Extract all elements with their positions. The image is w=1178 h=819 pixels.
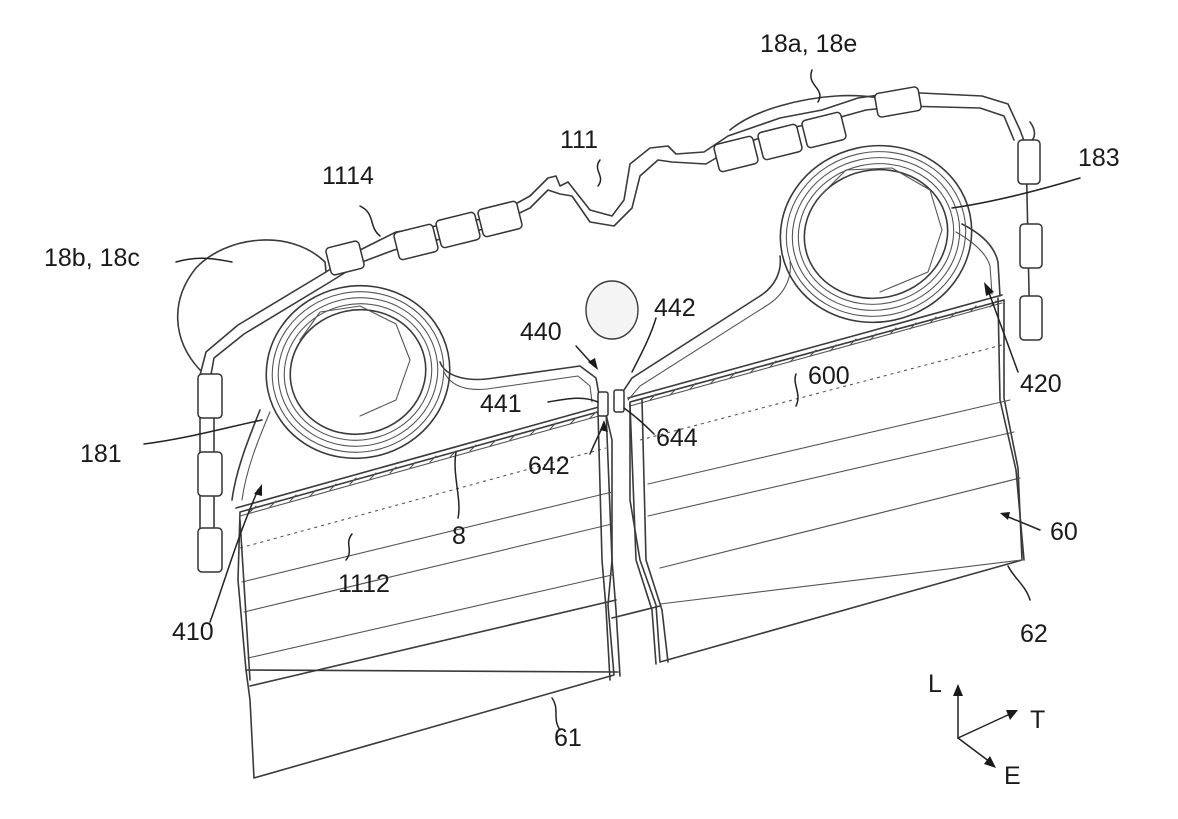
label-442: 442 [654,294,696,322]
axis-E-arrow [984,756,996,768]
component-1114 [325,240,365,275]
label-8: 8 [452,522,466,550]
component-a [393,224,439,261]
arrow-440 [588,358,598,370]
crease-4-right [660,560,1022,604]
leader-1114 [360,206,380,236]
crease-1-right [648,400,1010,484]
bottom-61-top [246,670,618,672]
label-441: 441 [480,390,522,418]
leader-183 [952,178,1080,208]
leader-644 [624,408,654,434]
component-l2 [198,452,222,496]
arrow-410 [254,484,262,496]
component-r3 [1020,296,1042,340]
label-410: 410 [172,618,214,646]
left-coil-hex [300,306,410,416]
crease-3-right [660,478,1020,568]
label-60: 60 [1050,518,1078,546]
crease-4-left [250,600,616,686]
label-420: 420 [1020,370,1062,398]
component-g [874,86,921,117]
label-111: 111 [560,126,598,154]
leader-420 [988,290,1018,372]
right-panel-outline [630,300,1022,662]
lower-panel [236,295,1024,778]
label-181: 181 [80,440,122,468]
axis-indicator: L T E [928,670,1045,790]
leaders [144,70,1080,730]
leader-442 [632,318,656,372]
label-600: 600 [808,362,850,390]
axis-L-label: L [928,670,942,698]
label-642: 642 [528,452,570,480]
component-f [801,112,847,149]
left-lobe [178,240,326,370]
label-61: 61 [554,724,582,752]
notch-441 [598,392,608,416]
label-644: 644 [656,424,698,452]
component-r2 [1020,224,1042,268]
right-bus-cap [1030,122,1035,142]
crease-3-left [248,575,612,658]
component-b [435,212,481,249]
right-trace-inner [628,262,790,400]
component-l3 [198,528,222,572]
label-18a-18e: 18a, 18e [760,30,857,58]
label-183: 183 [1078,144,1120,172]
component-e [757,124,803,161]
label-1114: 1114 [322,162,374,190]
leader-62 [1008,566,1030,600]
right-coil-hex [820,168,942,292]
label-1112: 1112 [338,570,390,598]
axis-L-arrow [953,684,963,696]
label-62: 62 [1020,620,1048,648]
right-trace [620,256,780,396]
axis-T-line [958,714,1010,738]
left-frame-drop-inner [242,412,270,500]
leader-600 [795,374,798,406]
leader-441 [548,398,598,402]
leader-8 [455,452,459,518]
arrow-60 [1000,512,1010,520]
notch-442 [614,390,624,412]
right-frame-drop [962,224,1000,296]
axis-E-line [958,738,990,762]
leader-111 [597,160,600,186]
component-r1 [1018,140,1040,184]
component-c [477,201,523,238]
leader-60 [1006,516,1040,530]
label-18b-18c: 18b, 18c [44,244,140,272]
left-coil [250,269,466,475]
axis-E-label: E [1004,762,1021,790]
axis-T-label: T [1030,706,1045,734]
crease-2-right [648,432,1014,516]
leader-181 [144,420,262,444]
label-440: 440 [520,318,562,346]
component-l1 [198,374,222,418]
center-hole [586,281,638,339]
